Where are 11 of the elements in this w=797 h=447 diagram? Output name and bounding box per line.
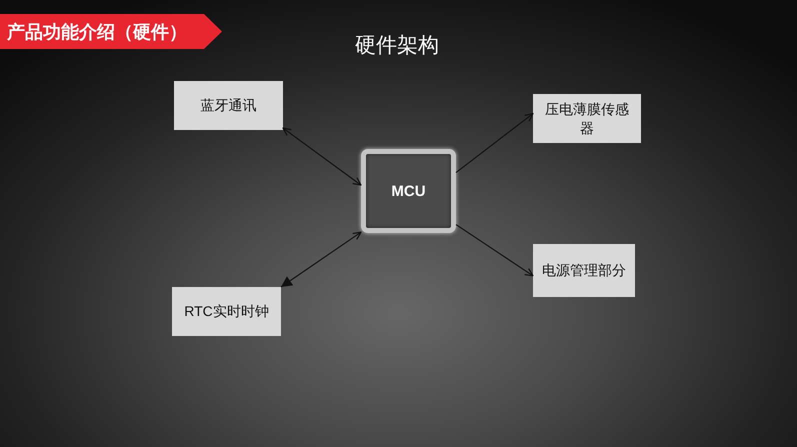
highlighted-box: MCU bbox=[361, 149, 456, 233]
double-arrow bbox=[282, 127, 362, 186]
arrow bbox=[456, 113, 534, 173]
section-banner: 产品功能介绍（硬件） bbox=[0, 14, 222, 49]
module-box: 压电薄膜传感器 bbox=[533, 94, 641, 143]
module-box: RTC实时时钟 bbox=[172, 287, 281, 336]
double-arrow bbox=[280, 232, 362, 288]
arrow bbox=[456, 224, 534, 276]
module-box: 蓝牙通讯 bbox=[174, 81, 283, 130]
diagram-title: 硬件架构 bbox=[355, 33, 439, 59]
module-box: 电源管理部分 bbox=[533, 244, 635, 297]
